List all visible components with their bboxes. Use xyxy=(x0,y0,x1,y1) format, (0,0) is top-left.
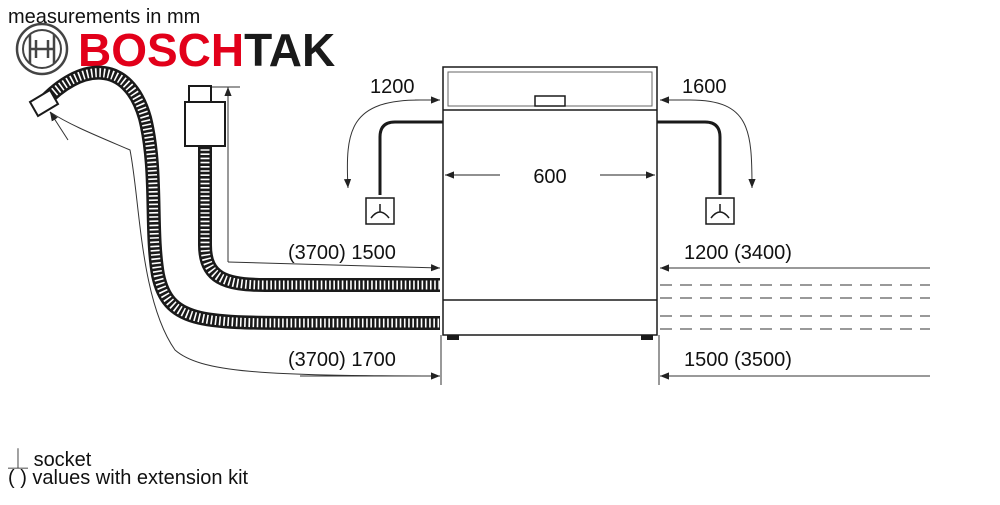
socket-legend-label: socket xyxy=(33,449,92,471)
power-cable-right xyxy=(657,120,735,225)
units-note: measurements in mm xyxy=(8,6,200,28)
legend-socket: ⏊ socket xyxy=(8,443,91,472)
drain-hose-left-label: (3700) 1700 xyxy=(288,349,396,371)
water-inlet-hose xyxy=(184,85,440,292)
brand-part-2: TAK xyxy=(244,24,335,76)
appliance-width-label: 600 xyxy=(533,166,566,188)
water-inlet-right-label: 1200 (3400) xyxy=(684,242,792,264)
power-cable-left xyxy=(365,120,443,225)
extension-note-label: ( ) values with extension kit xyxy=(8,467,249,489)
socket-symbol-icon: ⏊ xyxy=(8,449,28,471)
power-cable-left-label: 1200 xyxy=(370,76,415,98)
dashed-hose-continuation xyxy=(660,284,930,330)
power-left-reach-arrow xyxy=(343,99,440,189)
socket-left-icon xyxy=(365,197,395,225)
bosch-logo-icon xyxy=(15,22,69,76)
dishwasher-outline xyxy=(442,66,658,340)
foot-right xyxy=(641,335,653,340)
drain-reach-line xyxy=(49,111,441,377)
door-handle-icon xyxy=(534,95,566,107)
aquastop-valve-icon xyxy=(184,101,226,147)
brand-wordmark: BOSCHTAK xyxy=(78,24,335,76)
socket-right-icon xyxy=(705,197,735,225)
foot-left xyxy=(447,335,459,340)
drain-reach-start-arrow xyxy=(49,111,69,141)
legend-extension: ( ) values with extension kit xyxy=(8,467,248,490)
water-inlet-left-label: (3700) 1500 xyxy=(288,242,396,264)
drain-hose xyxy=(28,65,440,330)
power-right-reach-arrow xyxy=(660,99,756,189)
drain-hose-right-label: 1500 (3500) xyxy=(684,349,792,371)
drain-hose-end-icon xyxy=(28,88,60,118)
power-cable-right-label: 1600 xyxy=(682,76,727,98)
water-inlet-left-arrow xyxy=(227,261,441,272)
tap-connector-icon xyxy=(188,85,212,103)
